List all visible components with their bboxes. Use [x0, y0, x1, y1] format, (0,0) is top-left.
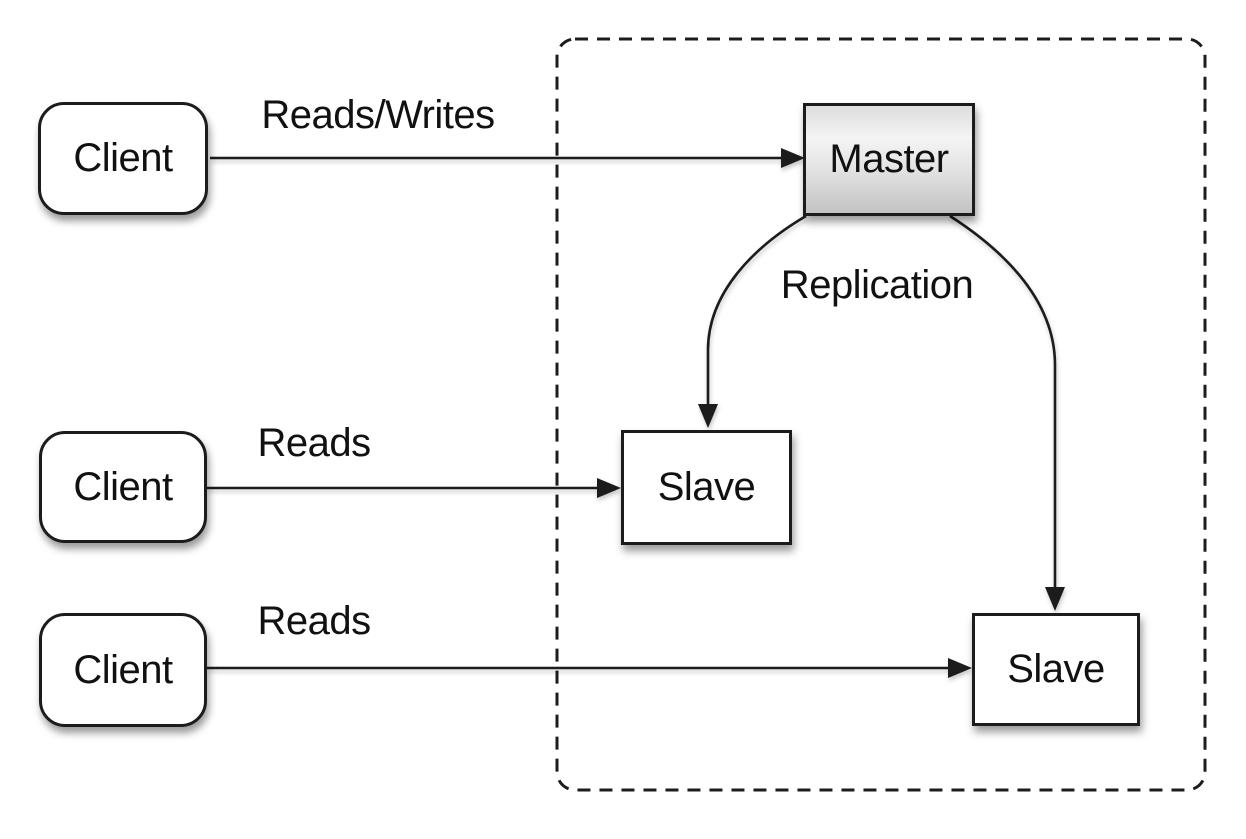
- edge-label-reads-writes: Reads/Writes: [261, 93, 495, 137]
- node-slave-right-label: Slave: [1007, 647, 1105, 691]
- node-client-bottom-label: Client: [73, 647, 173, 692]
- node-client-bottom: Client: [39, 613, 207, 727]
- edge-label-reads-bottom: Reads: [257, 599, 371, 643]
- node-slave-left: Slave: [621, 430, 792, 545]
- node-master: Master: [803, 103, 975, 216]
- node-client-middle-label: Client: [73, 464, 173, 509]
- node-master-label: Master: [829, 137, 949, 181]
- node-client-middle: Client: [39, 431, 207, 543]
- edge-replication-left-arrow: [698, 214, 807, 428]
- node-slave-left-label: Slave: [657, 465, 756, 509]
- node-client-top: Client: [38, 102, 208, 215]
- node-slave-right: Slave: [972, 613, 1140, 726]
- node-client-top-label: Client: [73, 136, 173, 180]
- edge-label-reads-middle: Reads: [257, 421, 371, 465]
- edge-label-replication: Replication: [780, 263, 974, 307]
